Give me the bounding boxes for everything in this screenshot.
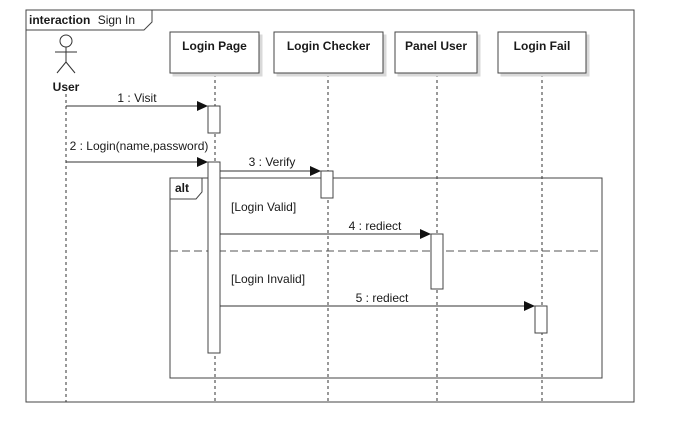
actor-user: User: [53, 34, 80, 94]
guard-login-invalid: [Login Invalid]: [231, 272, 305, 286]
fragment-operator: alt: [175, 181, 189, 195]
activation-login-checker: [320, 170, 334, 199]
lifeline-name: Login Page: [182, 39, 247, 53]
arrowhead-icon: [197, 157, 208, 167]
lifeline-login-fail: Login Fail: [497, 31, 587, 74]
message-4: 4 : rediect: [220, 219, 431, 239]
message-5: 5 : rediect: [220, 291, 535, 311]
message-label: 4 : rediect: [349, 219, 402, 233]
message-2: 2 : Login(name,password): [66, 139, 208, 167]
lifeline-login-page: Login Page: [169, 31, 260, 74]
message-1: 1 : Visit: [66, 91, 208, 111]
activation-login-page-2: [207, 161, 221, 354]
frame-keyword: interaction: [29, 13, 90, 27]
interaction-frame: interaction Sign In: [25, 9, 635, 403]
actor-name: User: [53, 80, 80, 94]
message-label: 2 : Login(name,password): [70, 139, 209, 153]
alt-fragment: alt [Login Valid] [Login Invalid]: [169, 177, 603, 379]
frame-label: interaction Sign In: [29, 13, 135, 27]
message-label: 5 : rediect: [356, 291, 409, 305]
message-3: 3 : Verify: [220, 155, 321, 176]
lifeline-name: Login Checker: [287, 39, 371, 53]
message-label: 3 : Verify: [249, 155, 296, 169]
activation-login-page-1: [207, 105, 221, 134]
lifeline-name: Login Fail: [514, 39, 571, 53]
arrowhead-icon: [310, 166, 321, 176]
frame-title: Sign In: [98, 13, 135, 27]
arrowhead-icon: [420, 229, 431, 239]
activation-login-fail: [534, 305, 548, 334]
message-label: 1 : Visit: [117, 91, 157, 105]
lifeline-panel-user: Panel User: [394, 31, 478, 74]
activation-panel-user: [430, 233, 444, 290]
guard-login-valid: [Login Valid]: [231, 200, 296, 214]
lifeline-dashes: [65, 74, 543, 402]
arrowhead-icon: [524, 301, 535, 311]
lifeline-login-checker: Login Checker: [273, 31, 384, 74]
stick-figure-icon: [55, 34, 77, 74]
arrowhead-icon: [197, 101, 208, 111]
lifeline-name: Panel User: [405, 39, 467, 53]
activation-bars: [207, 105, 548, 354]
